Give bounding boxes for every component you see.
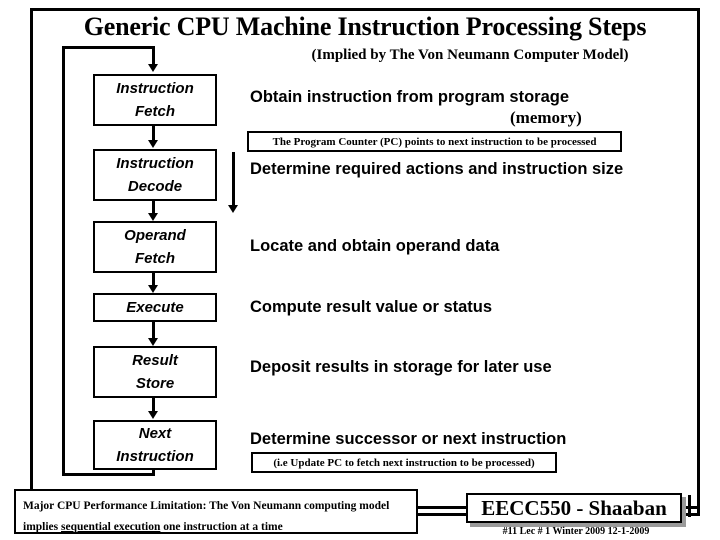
arrowhead-into-execute bbox=[148, 285, 158, 293]
limitation-emphasis: sequential execution bbox=[61, 521, 161, 534]
step-label-line1: Operand bbox=[124, 226, 186, 244]
limitation-line2-suffix: one instruction at a time bbox=[160, 521, 283, 534]
step-box-instruction-decode[interactable]: Instruction Decode bbox=[93, 149, 217, 201]
connector-execute-to-store bbox=[152, 322, 155, 340]
description-execute: Compute result value or status bbox=[250, 298, 493, 316]
step-label-line1: Next bbox=[138, 424, 172, 442]
feedback-loop-top bbox=[62, 46, 155, 49]
arrowhead-into-operand-fetch bbox=[148, 213, 158, 221]
step-label-line1: Instruction bbox=[116, 154, 194, 172]
description-operand-fetch: Locate and obtain operand data bbox=[250, 237, 500, 255]
arrowhead-into-instruction-fetch bbox=[148, 64, 158, 72]
arrowhead-into-instruction-decode bbox=[148, 140, 158, 148]
note-program-counter: The Program Counter (PC) points to next … bbox=[247, 131, 622, 152]
limitation-line2-prefix: implies bbox=[23, 521, 62, 534]
arrowhead-into-next-instruction bbox=[148, 411, 158, 419]
limitation-callout: Major CPU Performance Limitation: The Vo… bbox=[14, 489, 418, 534]
connector-decode-to-operand bbox=[152, 201, 155, 215]
next-instruction-exit-stub bbox=[152, 468, 155, 476]
description-instruction-fetch-memory: (memory) bbox=[510, 108, 582, 127]
step-label-line1: Result bbox=[132, 351, 178, 369]
description-instruction-decode: Determine required actions and instructi… bbox=[250, 160, 624, 178]
description-result-store: Deposit results in storage for later use bbox=[250, 358, 552, 376]
connector-footer-tick bbox=[688, 495, 691, 517]
description-instruction-fetch: Obtain instruction from program storage bbox=[250, 88, 570, 106]
connector-operand-to-execute bbox=[152, 273, 155, 287]
footer-course-badge: EECC550 - Shaaban bbox=[466, 493, 682, 523]
step-box-execute[interactable]: Execute bbox=[93, 293, 217, 322]
limitation-line-2: implies sequential execution one instruc… bbox=[23, 517, 409, 538]
step-box-result-store[interactable]: Result Store bbox=[93, 346, 217, 398]
step-label-line2: Fetch bbox=[134, 250, 175, 267]
step-label-line2: Decode bbox=[127, 178, 183, 195]
arrowhead-into-result-store bbox=[148, 338, 158, 346]
step-box-operand-fetch[interactable]: Operand Fetch bbox=[93, 221, 217, 273]
feedback-loop-bottom bbox=[62, 473, 155, 476]
connector-store-to-next bbox=[152, 398, 155, 413]
step-label-line1: Execute bbox=[126, 298, 184, 316]
note-update-pc: (i.e Update PC to fetch next instruction… bbox=[251, 452, 557, 473]
connector-fetch-to-decode bbox=[152, 126, 155, 141]
phase-span-arrowhead bbox=[228, 205, 238, 213]
connector-footer-to-frame bbox=[682, 506, 700, 509]
step-box-next-instruction[interactable]: Next Instruction bbox=[93, 420, 217, 470]
step-label-line2: Instruction bbox=[116, 448, 194, 465]
step-label-line2: Store bbox=[135, 375, 175, 392]
limitation-line-1: Major CPU Performance Limitation: The Vo… bbox=[23, 500, 390, 512]
footer-lecture-meta: #11 Lec # 1 Winter 2009 12-1-2009 bbox=[502, 526, 650, 537]
step-label-line2: Fetch bbox=[134, 103, 175, 120]
feedback-loop-vertical bbox=[62, 46, 65, 476]
connector-limitation-to-footer bbox=[418, 506, 468, 509]
phase-span-arrow-shaft bbox=[232, 152, 235, 207]
page-title: Generic CPU Machine Instruction Processi… bbox=[83, 12, 647, 41]
step-box-instruction-fetch[interactable]: Instruction Fetch bbox=[93, 74, 217, 126]
description-next-instruction: Determine successor or next instruction bbox=[250, 430, 567, 448]
page-subtitle: (Implied by The Von Neumann Computer Mod… bbox=[311, 47, 629, 63]
feedback-loop-drop bbox=[152, 46, 155, 65]
step-label-line1: Instruction bbox=[116, 79, 194, 97]
